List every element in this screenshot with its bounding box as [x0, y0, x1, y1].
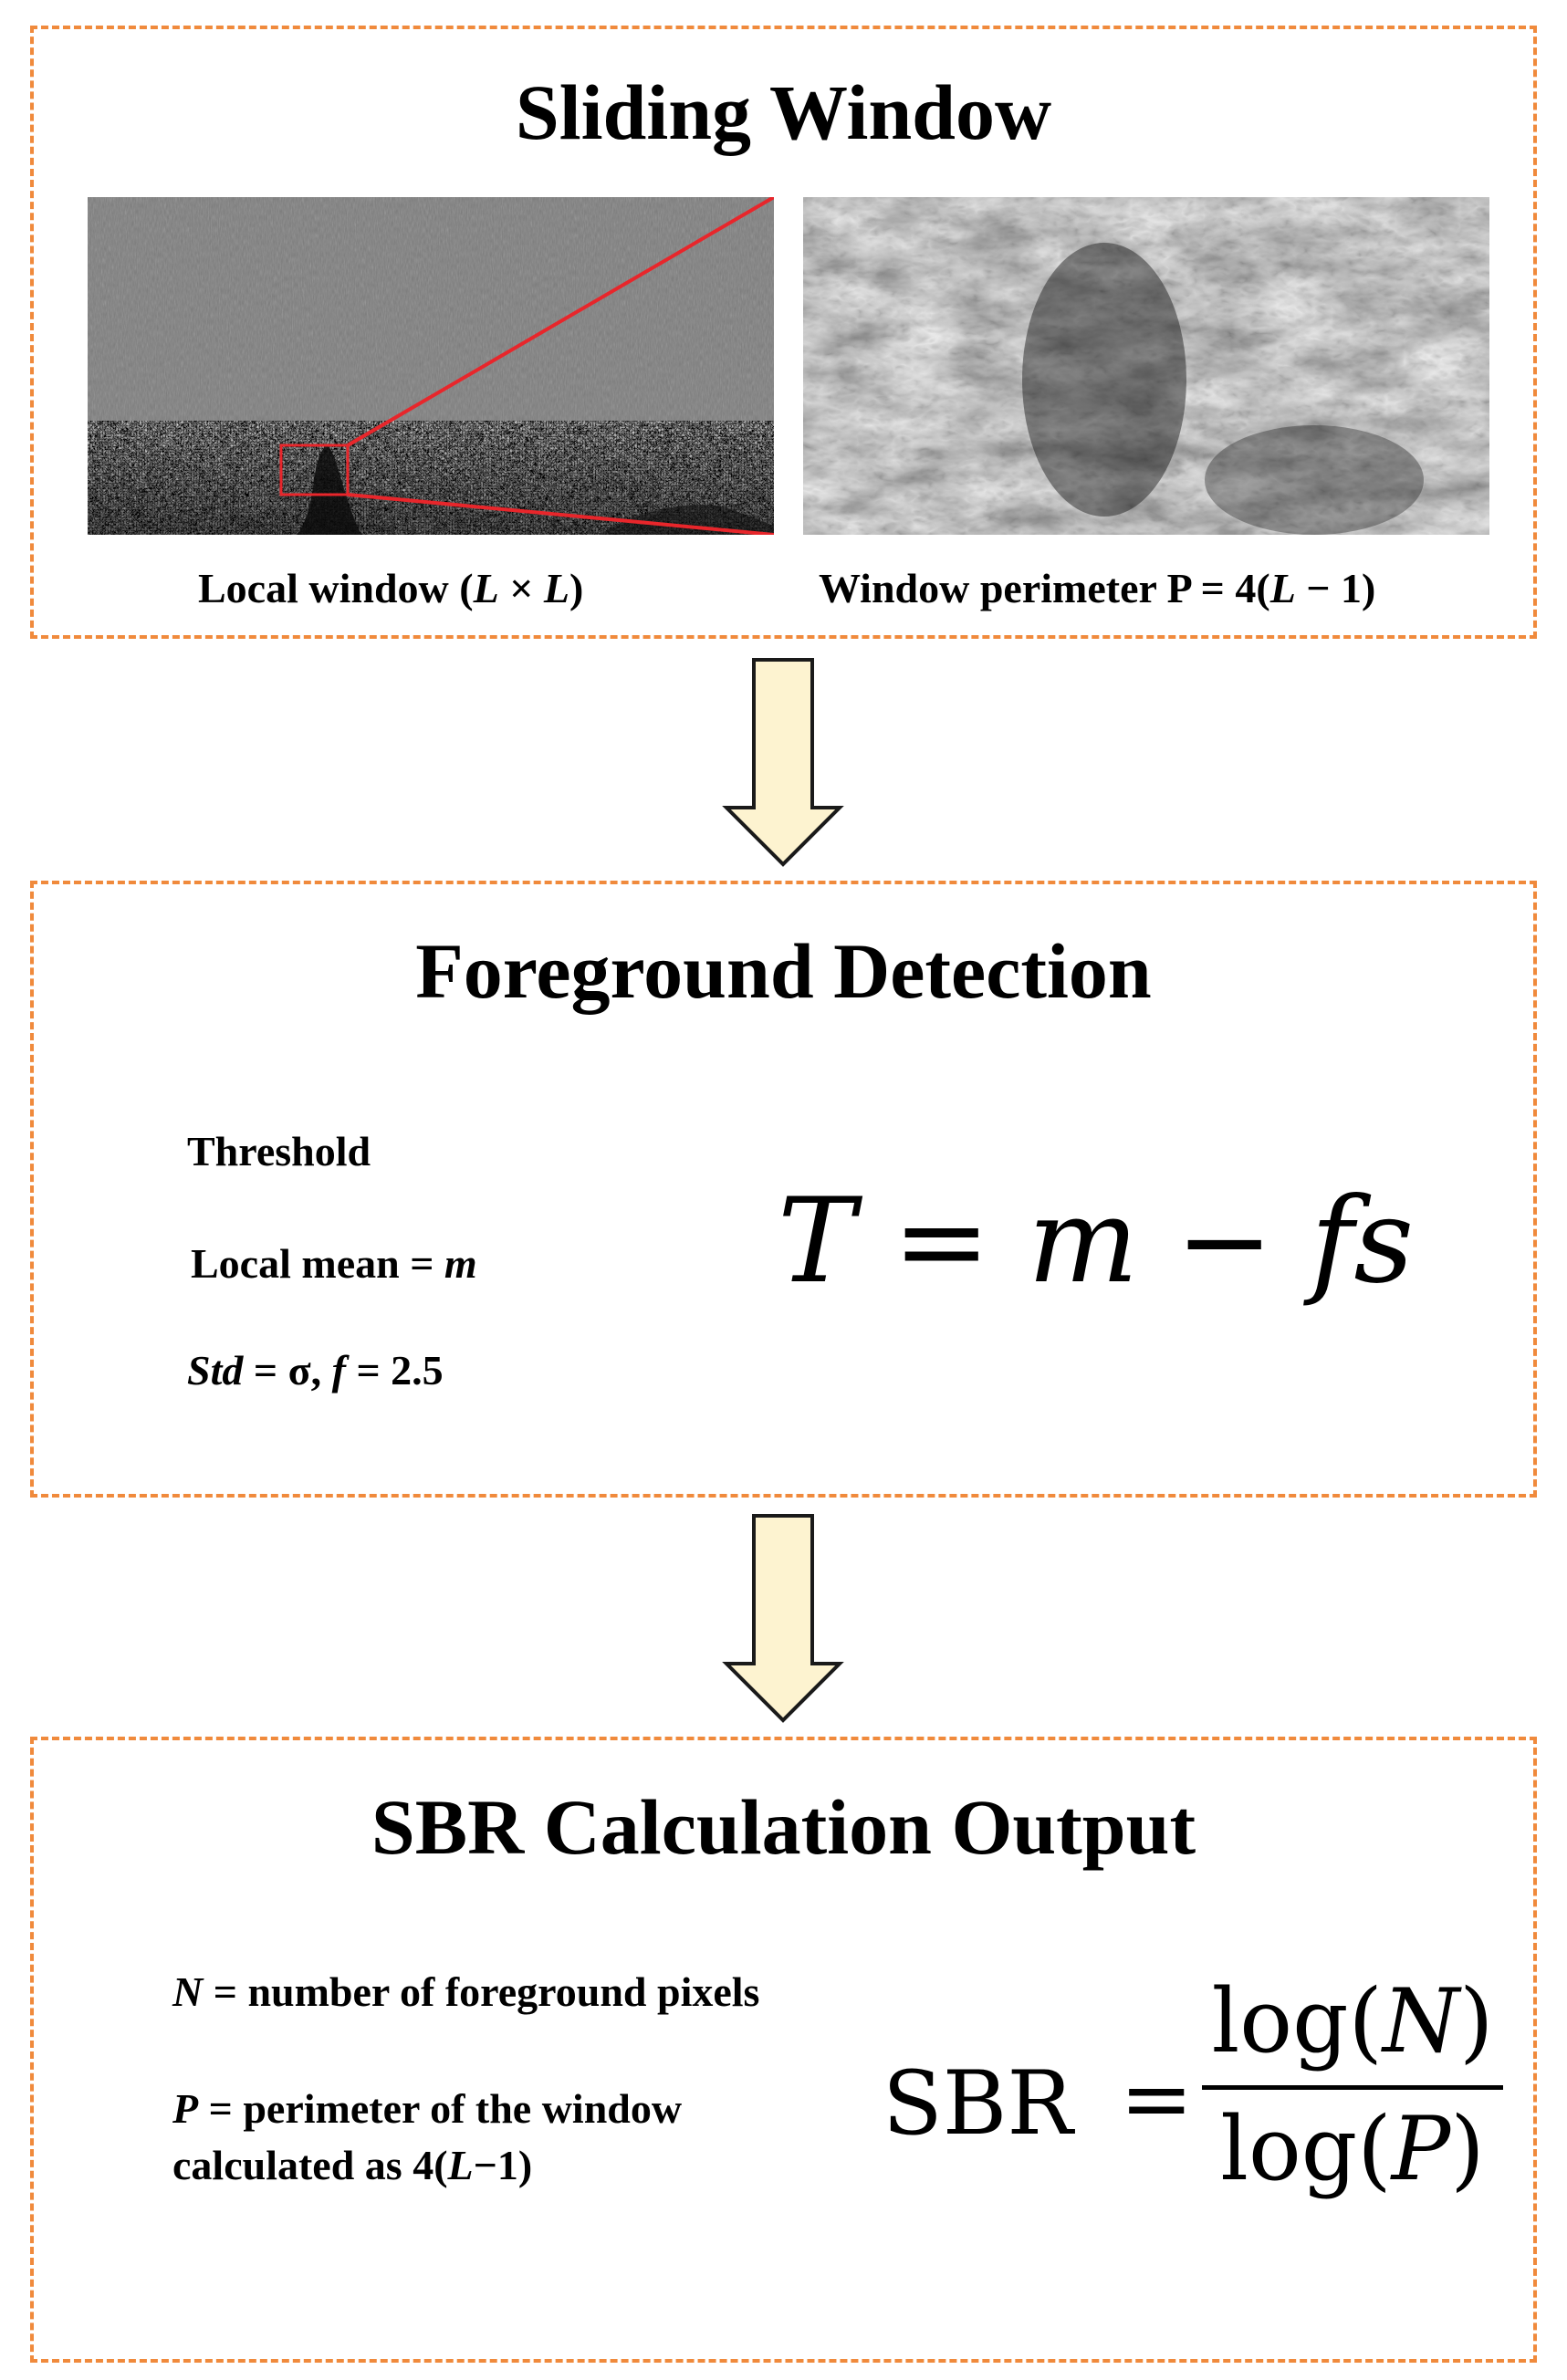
foreground-detection-panel: Foreground Detection Threshold Local mea… — [30, 881, 1537, 1498]
sbr-fraction-bar — [1202, 2085, 1503, 2090]
sbr-equals: = — [1120, 2055, 1193, 2143]
sbr-lhs: SBR — [883, 2060, 1073, 2147]
sbr-denominator: log(P) — [1202, 2105, 1503, 2193]
p-definition: P = perimeter of the window calculated a… — [172, 2081, 682, 2194]
sbr-numerator: log(N) — [1202, 1978, 1503, 2065]
zoomed-window-image — [803, 197, 1489, 535]
flow-arrow-2 — [0, 1508, 1567, 1728]
sbr-output-panel: SBR Calculation Output N = number of for… — [30, 1737, 1537, 2363]
n-definition: N = number of foreground pixels — [172, 1964, 759, 2020]
window-perimeter-caption: Window perimeter P = 4(L − 1) — [819, 568, 1375, 610]
std-factor-label: Std = σ, f = 2.5 — [187, 1342, 444, 1399]
sliding-window-title: Sliding Window — [34, 73, 1533, 151]
local-mean-label: Local mean = m — [191, 1236, 477, 1292]
flow-arrow-1 — [0, 652, 1567, 872]
sonar-image — [88, 197, 774, 535]
threshold-label: Threshold — [187, 1123, 371, 1180]
sliding-window-panel: Sliding Window — [30, 26, 1537, 639]
local-window-caption: Local window (L × L) — [198, 568, 583, 610]
threshold-equation: T = m − fs — [778, 1184, 1414, 1300]
foreground-detection-title: Foreground Detection — [34, 932, 1533, 1010]
sbr-output-title: SBR Calculation Output — [34, 1788, 1533, 1866]
